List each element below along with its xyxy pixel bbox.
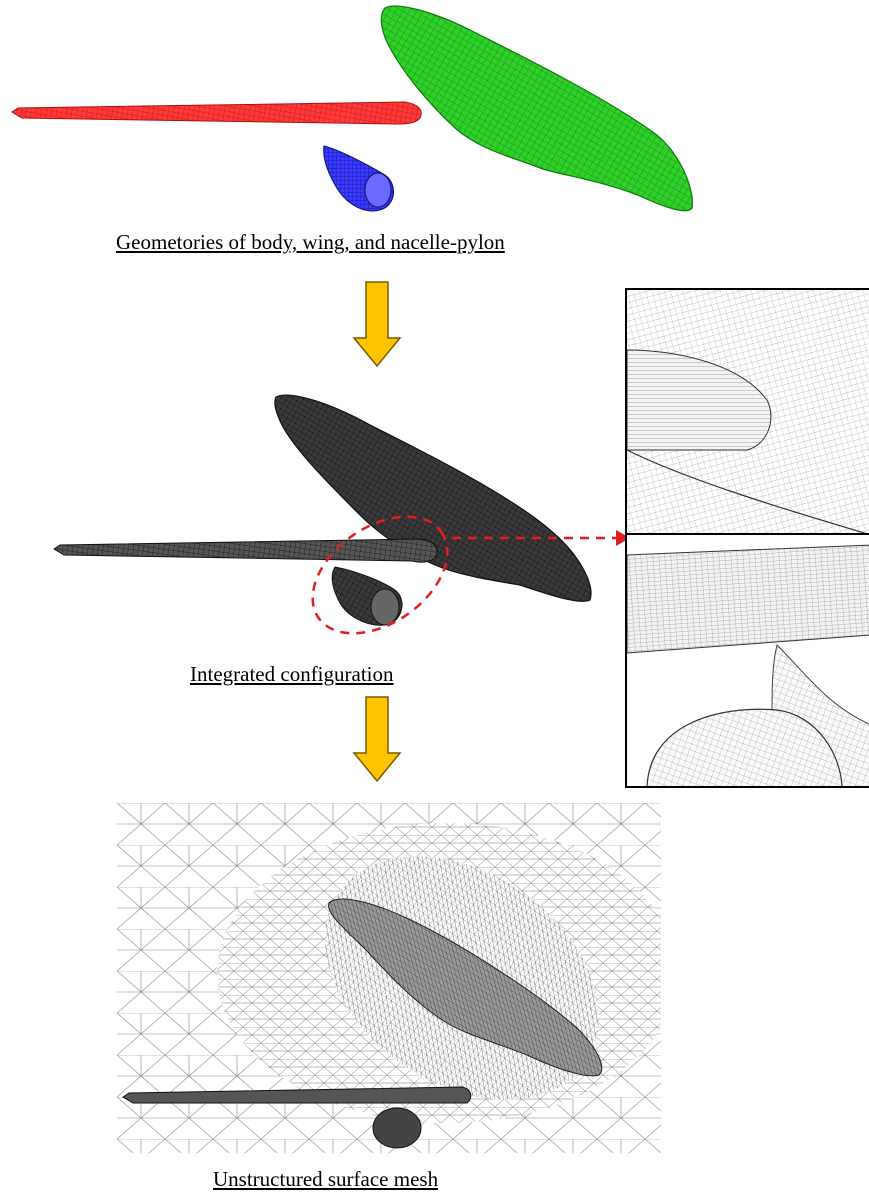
right-arrow-icon <box>450 526 632 550</box>
zoom-panel-bottom <box>625 533 869 788</box>
integrated-panel <box>40 385 630 660</box>
down-arrow-icon <box>352 280 402 370</box>
mesh-nacelle <box>373 1108 421 1148</box>
surface-mesh-panel <box>117 803 661 1153</box>
integrated-body <box>275 395 591 601</box>
wing-geometry <box>12 102 421 124</box>
integrated-nacelle <box>332 567 402 625</box>
nacelle-geometry <box>324 146 394 211</box>
caption-geometries: Geometories of body, wing, and nacelle-p… <box>116 230 505 255</box>
body-geometry <box>381 6 692 211</box>
caption-integrated: Integrated configuration <box>190 662 394 687</box>
caption-surface-mesh: Unstructured surface mesh <box>213 1167 438 1192</box>
integrated-wing <box>54 539 437 562</box>
zoom-panel-top <box>625 288 869 535</box>
down-arrow-icon <box>352 695 402 785</box>
geometries-panel <box>0 0 720 225</box>
